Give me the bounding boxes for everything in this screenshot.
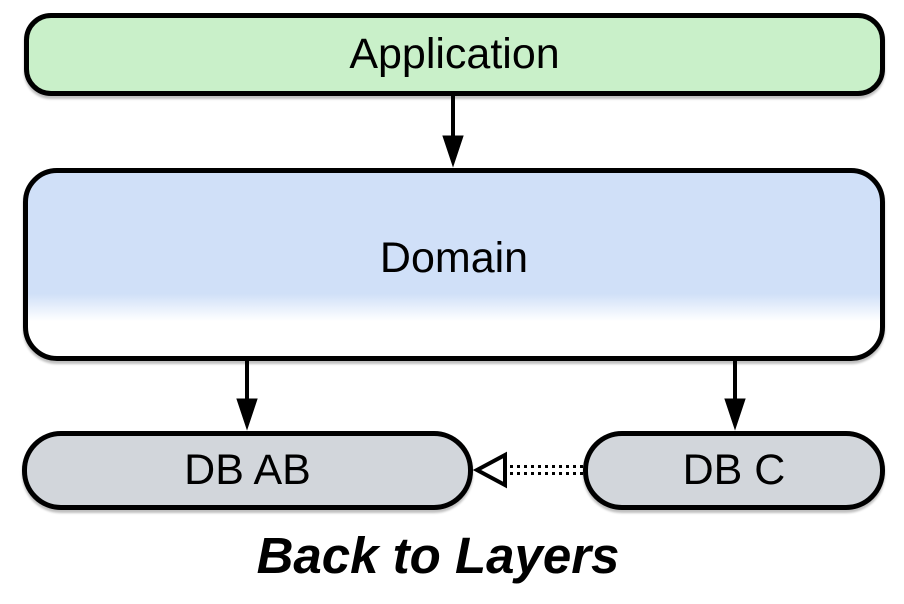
filled-arrowhead-icon bbox=[442, 135, 464, 168]
node-db-ab-label: DB AB bbox=[184, 446, 311, 494]
node-db-c: DB C bbox=[583, 431, 885, 510]
edge-domain-to-db-c bbox=[724, 361, 746, 431]
open-triangle-arrowhead-icon bbox=[472, 451, 507, 489]
filled-arrowhead-icon bbox=[236, 398, 258, 431]
edge-domain-to-db-ab bbox=[236, 361, 258, 431]
node-domain-label: Domain bbox=[379, 233, 529, 282]
edge-db-c-to-db-ab bbox=[472, 451, 583, 489]
edge-application-to-domain bbox=[442, 96, 464, 168]
node-application: Application bbox=[24, 13, 885, 96]
diagram-caption: Back to Layers bbox=[256, 527, 620, 584]
node-application-label: Application bbox=[349, 30, 560, 78]
node-db-c-label: DB C bbox=[682, 446, 786, 494]
node-domain: Domain bbox=[23, 168, 885, 361]
filled-arrowhead-icon bbox=[724, 398, 746, 431]
node-db-ab: DB AB bbox=[22, 431, 473, 510]
